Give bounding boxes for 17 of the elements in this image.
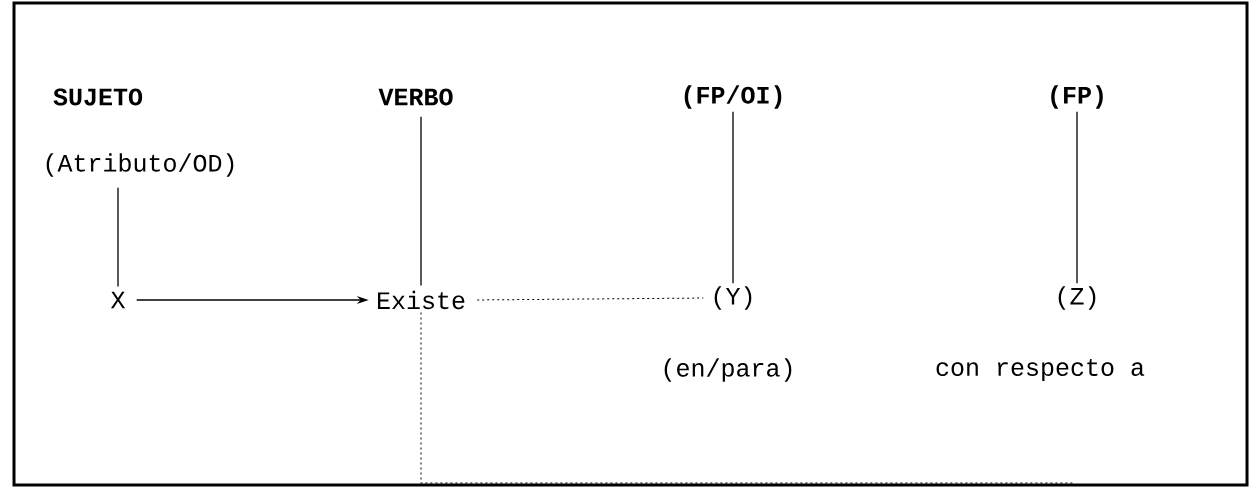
word-label: Existe xyxy=(378,290,465,310)
word-label: con respecto a xyxy=(936,359,1145,381)
word-label: X xyxy=(110,291,126,309)
word-label: (en/para) xyxy=(664,358,792,382)
connector xyxy=(476,297,704,301)
word-label: (Z) xyxy=(1058,286,1096,310)
connector xyxy=(1076,111,1078,284)
column-heading: (FP) xyxy=(1051,85,1103,109)
column-heading: SUJETO xyxy=(53,88,143,106)
connector xyxy=(117,187,119,288)
connector xyxy=(420,116,422,287)
word-label: (Y) xyxy=(714,286,752,310)
connector xyxy=(420,311,1076,484)
column-heading: VERBO xyxy=(378,88,453,106)
column-heading: (FP/OI) xyxy=(684,85,782,109)
word-label: (Atributo/OD) xyxy=(46,153,234,177)
connector xyxy=(732,111,734,284)
